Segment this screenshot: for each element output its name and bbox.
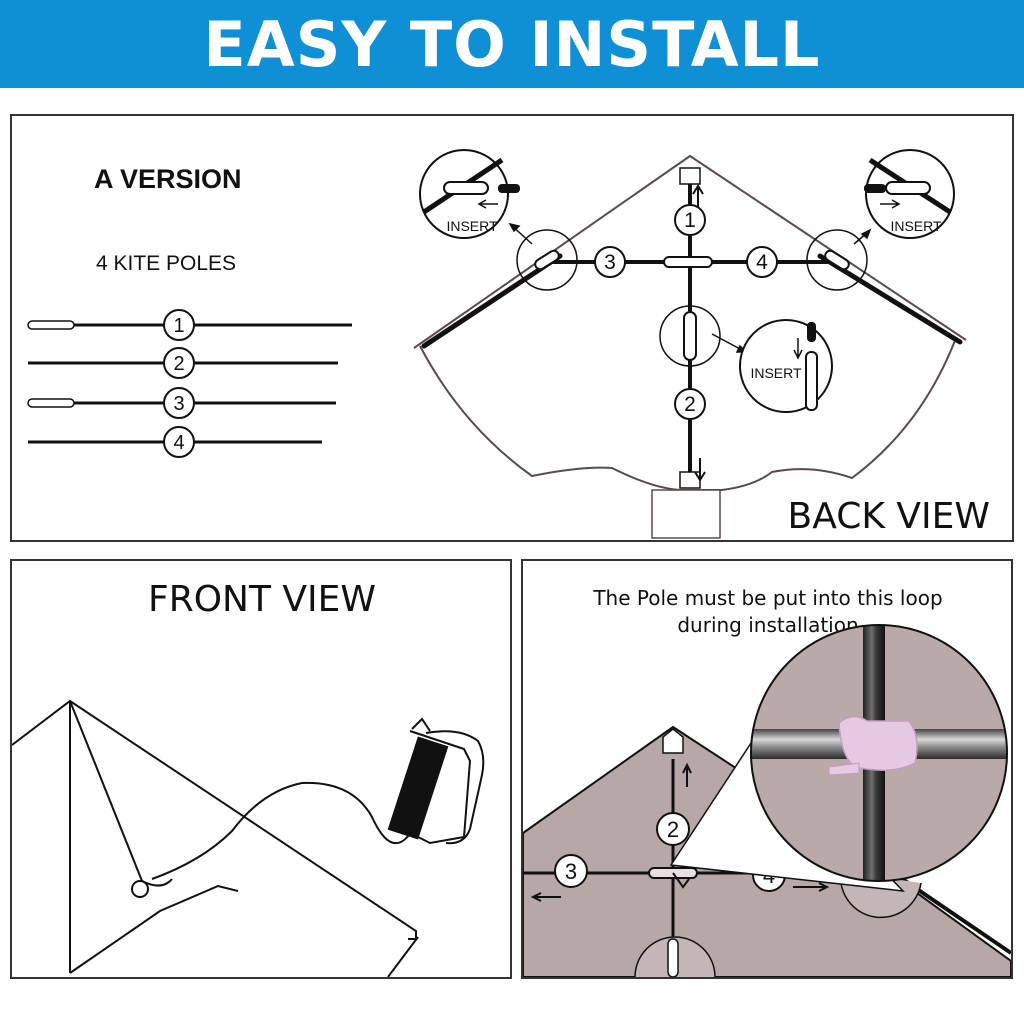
back-pole-number: 1 — [684, 209, 696, 232]
back-pole-number: 3 — [604, 251, 616, 274]
back-pole-2-marker — [674, 388, 706, 420]
kite-front-edge — [12, 699, 417, 940]
left-joint-detail — [516, 229, 578, 291]
arrow-down-icon — [793, 338, 803, 360]
center-joint-detail — [659, 305, 721, 367]
back-pole-number: 2 — [684, 393, 696, 416]
back-view-label: BACK VIEW — [787, 496, 990, 537]
header-banner: EASY TO INSTALL — [0, 0, 1024, 88]
loop-diagram: 2 3 4 — [523, 624, 1011, 977]
legend-pole-number: 1 — [173, 315, 184, 337]
legend-pole-2: 2 — [28, 347, 338, 379]
loop-pole-number: 3 — [565, 859, 577, 884]
page-title: EASY TO INSTALL — [203, 7, 821, 81]
top-pocket — [679, 167, 701, 185]
front-view-panel: FRONT VIEW — [10, 559, 512, 979]
loop-pole-3-marker — [554, 854, 588, 888]
arrow-up-icon — [692, 184, 704, 208]
insert-callout-center: INSERT — [739, 319, 833, 413]
loop-caption: The Pole must be put into this loop duri… — [523, 585, 1011, 639]
front-view-diagram — [12, 699, 485, 977]
arrow-right-icon — [880, 199, 901, 209]
magnified-loop-photo — [751, 625, 1007, 881]
loop-panel: The Pole must be put into this loop duri… — [521, 559, 1013, 979]
front-view-label: FRONT VIEW — [147, 579, 376, 620]
arrow-left-icon — [530, 892, 561, 902]
tow-ring — [131, 880, 149, 898]
legend-pole-number: 3 — [173, 393, 184, 415]
legend-pole-number: 2 — [173, 353, 184, 375]
pole-loop-ribbon — [838, 715, 918, 771]
back-view-panel: A VERSION 4 KITE POLES 1 2 3 — [10, 114, 1014, 542]
arrow-down-icon — [694, 458, 706, 482]
insert-label: INSERT — [750, 365, 802, 381]
legend-pole-3: 3 — [27, 387, 336, 419]
flying-line — [151, 760, 433, 880]
back-pole-1-marker — [674, 204, 706, 236]
arrow-up-icon — [682, 762, 692, 787]
poles-title: 4 KITE POLES — [96, 252, 237, 275]
arrow-left-icon — [477, 199, 498, 209]
back-pole-3-marker — [594, 246, 626, 278]
loop-caption-line-2: during installation — [677, 613, 859, 637]
loop-pole-2-marker — [656, 812, 690, 846]
string-reel-icon — [387, 717, 485, 845]
insert-label: INSERT — [446, 218, 498, 234]
legend-pole-1: 1 — [27, 309, 352, 341]
back-pole-4-marker — [746, 246, 778, 278]
kite-back-outline — [413, 154, 967, 539]
back-view-diagram: 1 2 3 4 — [27, 149, 967, 539]
loop-pole-number: 2 — [667, 817, 679, 842]
insert-callout-right: INSERT — [864, 149, 955, 239]
legend-pole-4: 4 — [28, 426, 322, 458]
back-pole-number: 4 — [756, 251, 768, 274]
legend-pole-number: 4 — [173, 432, 184, 454]
insert-callout-left: INSERT — [419, 149, 520, 239]
loop-caption-line-1: The Pole must be put into this loop — [593, 586, 943, 610]
right-joint-detail — [806, 229, 868, 291]
insert-label: INSERT — [890, 218, 942, 234]
center-connector — [663, 256, 713, 268]
pole-legend: 1 2 3 4 — [27, 309, 352, 458]
version-label: A VERSION — [94, 164, 242, 194]
arrow-right-icon — [793, 882, 830, 892]
